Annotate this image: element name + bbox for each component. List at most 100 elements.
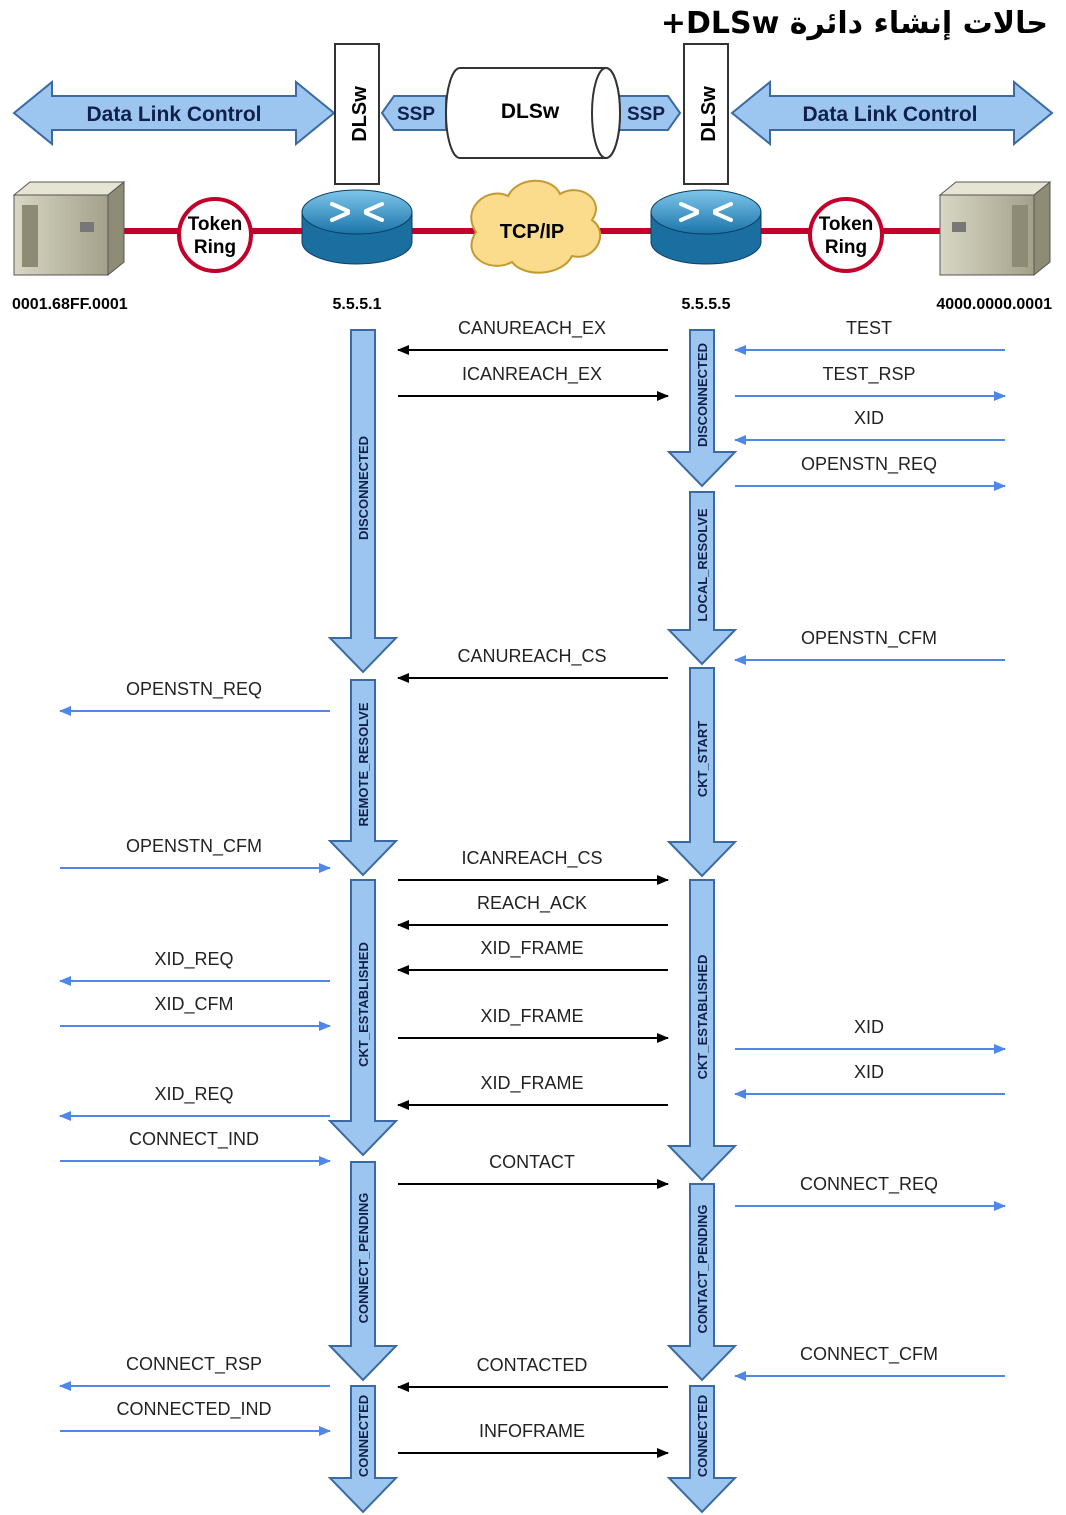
left-host-address: 0001.68FF.0001 <box>12 296 128 313</box>
message-label-openstn-req: OPENSTN_REQ <box>801 454 937 475</box>
message-openstn-cfm: OPENSTN_CFM <box>735 628 1005 660</box>
ssp-arrow-right: SSP <box>616 96 680 130</box>
message-xid: XID <box>735 408 1005 440</box>
state-label-left-disconnected: DISCONNECTED <box>356 436 371 540</box>
message-connect-cfm: CONNECT_CFM <box>735 1344 1005 1376</box>
message-connect-rsp: CONNECT_RSP <box>60 1354 330 1386</box>
message-openstn-cfm: OPENSTN_CFM <box>60 836 330 868</box>
message-label-xid-frame: XID_FRAME <box>480 1073 583 1094</box>
state-arrows: DISCONNECTED REMOTE_RESOLVE CKT_ESTABLISHE… <box>330 330 735 1512</box>
message-label-connect-ind: CONNECT_IND <box>129 1129 259 1150</box>
message-test: TEST <box>735 318 1005 350</box>
state-arrow-left-ckt-established: CKT_ESTABLISHED <box>330 880 396 1155</box>
message-xid-cfm: XID_CFM <box>60 994 330 1026</box>
message-label-icanreach-ex: ICANREACH_EX <box>462 364 602 385</box>
message-label-xid-req: XID_REQ <box>154 1084 233 1105</box>
message-label-contacted: CONTACTED <box>477 1355 588 1375</box>
token-ring-left-line2: Ring <box>194 237 236 258</box>
message-xid-frame: XID_FRAME <box>398 1006 668 1038</box>
message-label-openstn-req: OPENSTN_REQ <box>126 679 262 700</box>
token-ring-right-line1: Token <box>819 214 874 235</box>
message-label-openstn-cfm: OPENSTN_CFM <box>801 628 937 649</box>
state-arrow-left-disconnected: DISCONNECTED <box>330 330 396 672</box>
token-ring-right-line2: Ring <box>825 237 867 258</box>
tcpip-cloud: TCP/IP <box>471 181 600 273</box>
right-host-address: 4000.0000.0001 <box>936 296 1052 313</box>
ssp-label-right: SSP <box>627 104 665 125</box>
state-arrow-left-connect-pending: CONNECT_PENDING <box>330 1162 396 1380</box>
message-connected-ind: CONNECTED_IND <box>60 1399 330 1431</box>
dlc-arrow-right: Data Link Control <box>732 82 1052 144</box>
message-label-xid-frame: XID_FRAME <box>480 1006 583 1027</box>
dlc-arrow-left: Data Link Control <box>14 82 334 144</box>
mainframe-icon-right <box>940 182 1050 275</box>
ssp-label-left: SSP <box>397 104 435 125</box>
message-label-xid-frame: XID_FRAME <box>480 938 583 959</box>
message-connect-ind: CONNECT_IND <box>60 1129 330 1161</box>
state-arrow-left-connected: CONNECTED <box>330 1386 396 1512</box>
message-label-connected-ind: CONNECTED_IND <box>116 1399 271 1420</box>
message-label-icanreach-cs: ICANREACH_CS <box>461 848 602 869</box>
message-label-canureach-cs: CANUREACH_CS <box>457 646 606 667</box>
left-router-address: 5.5.5.1 <box>333 296 382 313</box>
message-test-rsp: TEST_RSP <box>735 364 1005 396</box>
message-label-connect-req: CONNECT_REQ <box>800 1174 938 1195</box>
message-openstn-req: OPENSTN_REQ <box>60 679 330 711</box>
state-arrow-right-ckt-start: CKT_START <box>669 668 735 876</box>
state-label-right-disconnected: DISCONNECTED <box>695 343 710 447</box>
message-contact: CONTACT <box>398 1152 668 1184</box>
message-arrows: CANUREACH_EX ICANREACH_EX TEST TEST_RSP XID O… <box>60 318 1005 1453</box>
message-reach-ack: REACH_ACK <box>398 893 668 925</box>
ssp-arrow-left: SSP <box>382 96 446 130</box>
dlsw-tunnel-label: DLSw <box>501 100 560 123</box>
dlsw-tunnel: DLSw <box>446 68 620 158</box>
dlc-label-right: Data Link Control <box>802 103 977 126</box>
state-label-right-contact-pending: CONTACT_PENDING <box>695 1204 710 1333</box>
message-canureach-cs: CANUREACH_CS <box>398 646 668 678</box>
dlsw-box-right: DLSw <box>684 44 728 184</box>
state-arrow-right-local-resolve: LOCAL_RESOLVE <box>669 492 735 664</box>
state-arrow-right-connected: CONNECTED <box>669 1386 735 1512</box>
state-label-right-ckt-start: CKT_START <box>695 721 710 797</box>
state-arrow-left-remote-resolve: REMOTE_RESOLVE <box>330 680 396 875</box>
state-arrow-right-ckt-established: CKT_ESTABLISHED <box>669 880 735 1180</box>
state-label-left-remote-resolve: REMOTE_RESOLVE <box>356 702 371 826</box>
message-label-infoframe: INFOFRAME <box>479 1421 585 1441</box>
token-ring-left: Token Ring <box>179 199 251 271</box>
message-xid-frame: XID_FRAME <box>398 938 668 970</box>
token-ring-right: Token Ring <box>810 199 882 271</box>
token-ring-left-line1: Token <box>188 214 243 235</box>
message-label-xid: XID <box>854 408 884 428</box>
message-label-xid-req: XID_REQ <box>154 949 233 970</box>
mainframe-icon <box>14 182 124 275</box>
router-icon-right <box>651 190 761 264</box>
message-xid: XID <box>735 1017 1005 1049</box>
message-xid-req: XID_REQ <box>60 1084 330 1116</box>
state-label-right-ckt-established: CKT_ESTABLISHED <box>695 955 710 1080</box>
state-arrow-right-contact-pending: CONTACT_PENDING <box>669 1184 735 1380</box>
message-label-openstn-cfm: OPENSTN_CFM <box>126 836 262 857</box>
state-label-right-local-resolve: LOCAL_RESOLVE <box>695 508 710 621</box>
dlsw-box-left-label: DLSw <box>349 86 371 142</box>
message-contacted: CONTACTED <box>398 1355 668 1387</box>
message-xid: XID <box>735 1062 1005 1094</box>
message-openstn-req: OPENSTN_REQ <box>735 454 1005 486</box>
message-icanreach-ex: ICANREACH_EX <box>398 364 668 396</box>
dlsw-box-right-label: DLSw <box>698 86 720 142</box>
message-label-contact: CONTACT <box>489 1152 575 1172</box>
router-icon-left <box>302 190 412 264</box>
message-icanreach-cs: ICANREACH_CS <box>398 848 668 880</box>
message-label-xid: XID <box>854 1062 884 1082</box>
message-label-test: TEST <box>846 318 892 338</box>
state-label-left-connect-pending: CONNECT_PENDING <box>356 1193 371 1324</box>
message-xid-frame: XID_FRAME <box>398 1073 668 1105</box>
state-label-left-ckt-established: CKT_ESTABLISHED <box>356 942 371 1067</box>
message-label-reach-ack: REACH_ACK <box>477 893 587 914</box>
message-xid-req: XID_REQ <box>60 949 330 981</box>
dlsw-box-left: DLSw <box>335 44 379 184</box>
message-label-canureach-ex: CANUREACH_EX <box>458 318 606 339</box>
tcpip-cloud-label: TCP/IP <box>500 221 564 243</box>
message-label-test-rsp: TEST_RSP <box>822 364 915 385</box>
state-arrow-right-disconnected: DISCONNECTED <box>669 330 735 486</box>
